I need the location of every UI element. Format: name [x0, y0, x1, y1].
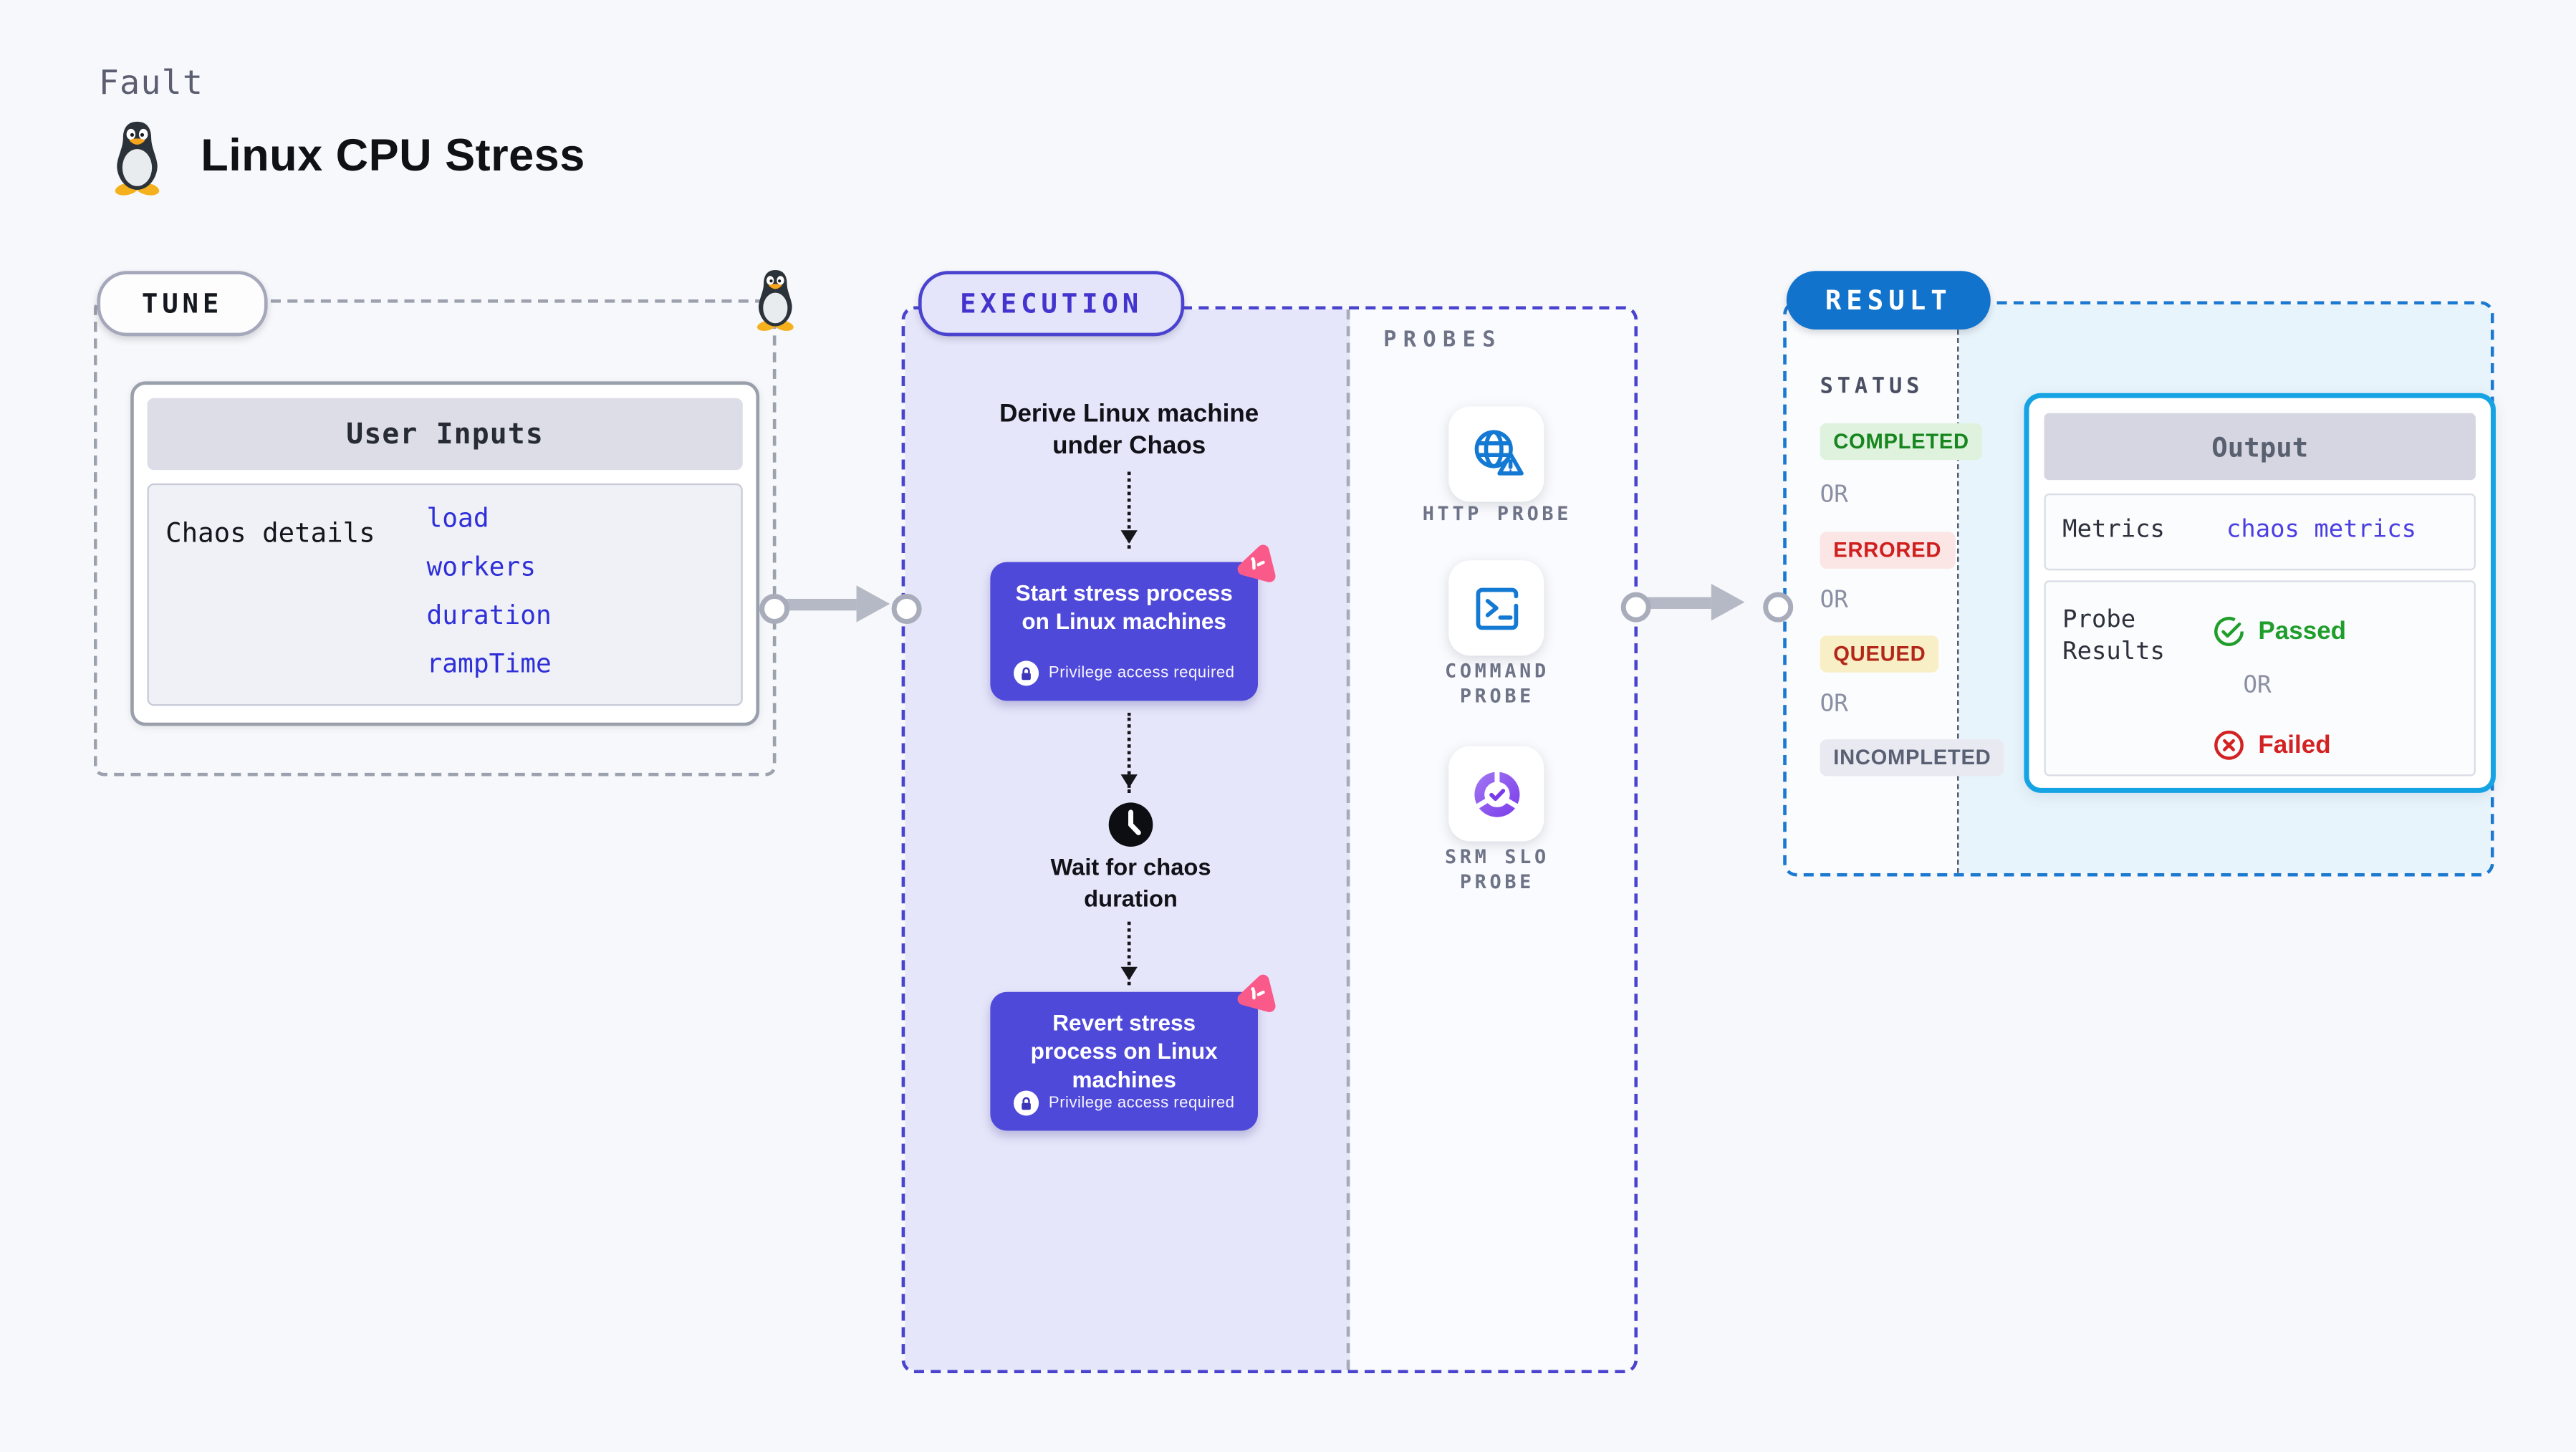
- revert-stress-label: Revert stress process on Linux machines: [1030, 1010, 1218, 1092]
- wait-duration-label: Wait for chaos duration: [1050, 852, 1211, 912]
- connector-arrow-icon: [856, 585, 890, 622]
- check-circle-icon: [2214, 617, 2244, 646]
- status-badge-queued: QUEUED: [1820, 635, 1940, 673]
- chaos-details-panel: Chaos details load workers duration ramp…: [147, 483, 743, 706]
- probe-results-label: Probe Results: [2062, 607, 2165, 666]
- srm-slo-probe-label: SRM SLO PROBE: [1444, 845, 1549, 893]
- failed-state: Failed: [2213, 729, 2331, 761]
- status-column-bg: [1786, 304, 1959, 873]
- passed-label: Passed: [2258, 617, 2347, 646]
- flow-arrow-icon: [1120, 471, 1138, 549]
- connector-line: [1640, 596, 1711, 608]
- privilege-note: Privilege access required: [990, 660, 1258, 686]
- chaos-details-label: Chaos details: [165, 516, 375, 549]
- status-badge-completed: COMPLETED: [1820, 423, 1983, 461]
- connector-node-icon: [891, 593, 922, 624]
- output-title: Output: [2044, 413, 2476, 481]
- flow-arrow-icon: [1120, 921, 1138, 986]
- metrics-label: Metrics: [2062, 516, 2165, 544]
- connector-node-icon: [1763, 592, 1794, 622]
- user-inputs-title: User Inputs: [147, 398, 743, 471]
- probes-heading: PROBES: [1383, 327, 1502, 353]
- or-label: OR: [2243, 672, 2272, 700]
- lock-icon: [1013, 660, 1039, 686]
- output-card: Output Metrics chaos metrics Probe Resul…: [2024, 393, 2496, 793]
- tux-penguin-small-icon: [756, 270, 794, 331]
- connector-node-icon: [759, 593, 790, 624]
- terminal-icon: [1475, 587, 1518, 630]
- failed-label: Failed: [2258, 731, 2331, 760]
- globe-warning-icon: [1474, 429, 1523, 475]
- start-stress-step[interactable]: Start stress process on Linux machines P…: [990, 544, 1276, 701]
- input-link-duration[interactable]: duration: [426, 600, 552, 631]
- status-heading: STATUS: [1820, 375, 1924, 400]
- probe-results-row: Probe Results Passed OR Failed: [2044, 580, 2476, 777]
- status-badge-errored: ERRORED: [1820, 532, 1955, 569]
- srm-slo-probe-card[interactable]: [1448, 746, 1544, 842]
- or-label: OR: [1820, 587, 1848, 614]
- chaos-fault-logo-icon: [1237, 544, 1276, 582]
- privilege-note-text: Privilege access required: [1048, 1094, 1235, 1112]
- privilege-note-text: Privilege access required: [1048, 664, 1235, 683]
- revert-stress-step[interactable]: Revert stress process on Linux machines …: [990, 974, 1276, 1131]
- privilege-note: Privilege access required: [990, 1090, 1258, 1116]
- or-label: OR: [1820, 481, 1848, 509]
- wait-clock-icon: [1108, 802, 1153, 847]
- result-badge: RESULT: [1786, 271, 1991, 330]
- http-probe-label: HTTP PROBE: [1422, 501, 1572, 526]
- metrics-row: Metrics chaos metrics: [2044, 493, 2476, 571]
- lock-icon: [1013, 1090, 1039, 1116]
- connector-node-icon: [1620, 592, 1651, 622]
- http-probe-card[interactable]: [1448, 406, 1544, 502]
- execution-probes-divider: [1346, 309, 1350, 1370]
- passed-state: Passed: [2213, 615, 2346, 647]
- tune-badge: TUNE: [97, 271, 268, 337]
- command-probe-card[interactable]: [1448, 560, 1544, 656]
- tune-section-box: [93, 299, 777, 777]
- input-link-load[interactable]: load: [426, 503, 489, 534]
- x-circle-icon: [2214, 730, 2244, 760]
- fault-eyebrow: Fault: [98, 62, 204, 102]
- connector-line: [779, 597, 857, 610]
- page-title: Linux CPU Stress: [201, 130, 585, 181]
- slo-donut-icon: [1474, 769, 1519, 817]
- input-link-ramptime[interactable]: rampTime: [426, 649, 552, 680]
- status-output-divider: [1957, 304, 1959, 873]
- chaos-metrics-link[interactable]: chaos metrics: [2226, 516, 2417, 544]
- user-inputs-card: User Inputs Chaos details load workers d…: [130, 381, 760, 726]
- or-label: OR: [1820, 691, 1848, 718]
- input-link-workers[interactable]: workers: [426, 552, 536, 582]
- execution-badge: EXECUTION: [918, 271, 1185, 337]
- status-badge-incompleted: INCOMPLETED: [1820, 739, 2005, 777]
- tux-penguin-icon: [115, 121, 160, 196]
- command-probe-label: COMMAND PROBE: [1444, 659, 1549, 708]
- connector-arrow-icon: [1711, 583, 1745, 621]
- chaos-fault-logo-icon: [1237, 974, 1276, 1012]
- flow-arrow-icon: [1120, 712, 1138, 793]
- derive-machine-label: Derive Linux machine under Chaos: [999, 400, 1259, 461]
- start-stress-label: Start stress process on Linux machines: [1015, 580, 1233, 635]
- input-links: load workers duration rampTime: [426, 502, 551, 683]
